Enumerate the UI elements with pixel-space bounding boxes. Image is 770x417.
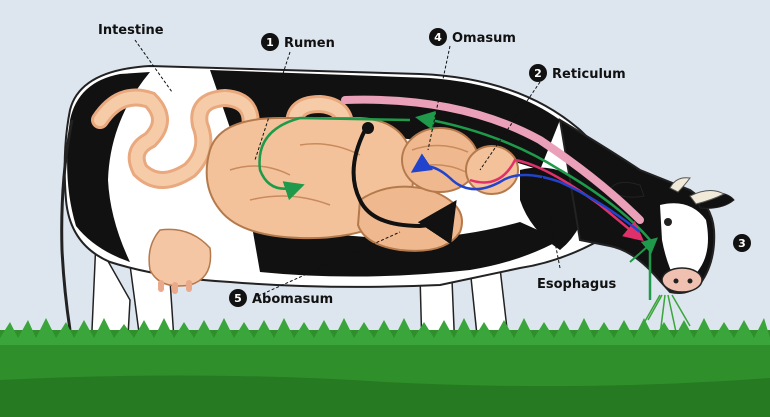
label-intestine: Intestine (98, 23, 164, 38)
label-rumen: Rumen (284, 36, 335, 51)
teat (172, 282, 178, 294)
label-esophagus: Esophagus (537, 277, 616, 292)
number-2: 2 (534, 67, 542, 80)
number-1: 1 (266, 36, 274, 49)
number-4: 4 (434, 31, 442, 44)
muzzle (662, 268, 702, 292)
label-omasum: Omasum (452, 31, 516, 46)
teat (186, 280, 192, 292)
label-abomasum: Abomasum (252, 292, 333, 307)
nostril (674, 279, 679, 284)
eye (664, 218, 672, 226)
grass-field (0, 318, 770, 417)
nostril (688, 279, 693, 284)
number-5: 5 (234, 292, 242, 305)
label-reticulum: Reticulum (552, 67, 626, 82)
teat (158, 280, 164, 292)
number-3: 3 (738, 237, 746, 250)
black-arrow-origin (362, 122, 374, 134)
omasum-organ (402, 128, 478, 192)
